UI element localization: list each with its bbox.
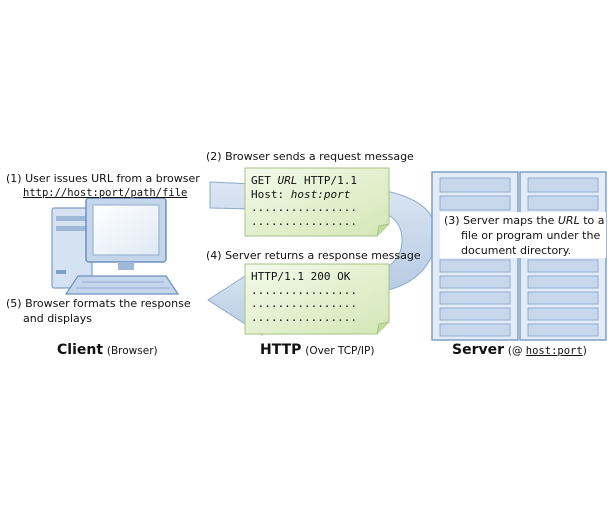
step1-url: http://host:port/path/file bbox=[23, 187, 188, 199]
server-text-panel bbox=[440, 212, 606, 258]
request-line: Host: host:port bbox=[251, 187, 351, 201]
step3-line: (3) Server maps the URL to a bbox=[444, 214, 605, 227]
step5-text: (5) Browser formats the response bbox=[6, 297, 191, 310]
step1-text: (1) User issues URL from a browser bbox=[6, 172, 200, 185]
step2-label: (2) Browser sends a request message bbox=[206, 150, 414, 163]
response-message-text: HTTP/1.1 200 OK ................ .......… bbox=[251, 270, 357, 324]
request-message-note bbox=[244, 167, 390, 237]
server-caption: Server (@ host:port) bbox=[452, 342, 587, 358]
client-computer-icon bbox=[51, 197, 180, 295]
request-line: GET URL HTTP/1.1 bbox=[251, 174, 357, 187]
server-rack-left-icon bbox=[431, 171, 519, 341]
client-caption: Client (Browser) bbox=[57, 342, 158, 358]
response-line: HTTP/1.1 200 OK bbox=[251, 270, 351, 283]
request-message-text: GET URL HTTP/1.1 Host: host:port .......… bbox=[251, 174, 357, 228]
http-caption-title: HTTP bbox=[260, 342, 302, 358]
step5-text-2: and displays bbox=[23, 312, 92, 325]
step1-label: (1) User issues URL from a browser http:… bbox=[6, 171, 200, 201]
step3-line: file or program under the bbox=[461, 229, 601, 242]
http-caption: HTTP (Over TCP/IP) bbox=[260, 342, 374, 358]
step5-label: (5) Browser formats the response and dis… bbox=[6, 296, 191, 326]
server-caption-title: Server bbox=[452, 342, 505, 358]
response-line: ................ bbox=[251, 310, 357, 324]
client-caption-sub: (Browser) bbox=[106, 345, 158, 357]
step3-line: document directory. bbox=[461, 244, 572, 257]
http-caption-sub: (Over TCP/IP) bbox=[305, 345, 375, 357]
client-caption-title: Client bbox=[57, 342, 104, 358]
step3-label: (3) Server maps the URL to a file or pro… bbox=[444, 213, 604, 258]
server-caption-sub: (@ host:port) bbox=[507, 345, 587, 357]
request-line: ................ bbox=[251, 201, 357, 214]
step4-label: (4) Server returns a response message bbox=[206, 249, 421, 262]
response-message-note bbox=[244, 263, 390, 335]
response-line: ................ bbox=[251, 283, 357, 297]
response-line: ................ bbox=[251, 297, 357, 310]
request-line: ................ bbox=[251, 214, 357, 228]
